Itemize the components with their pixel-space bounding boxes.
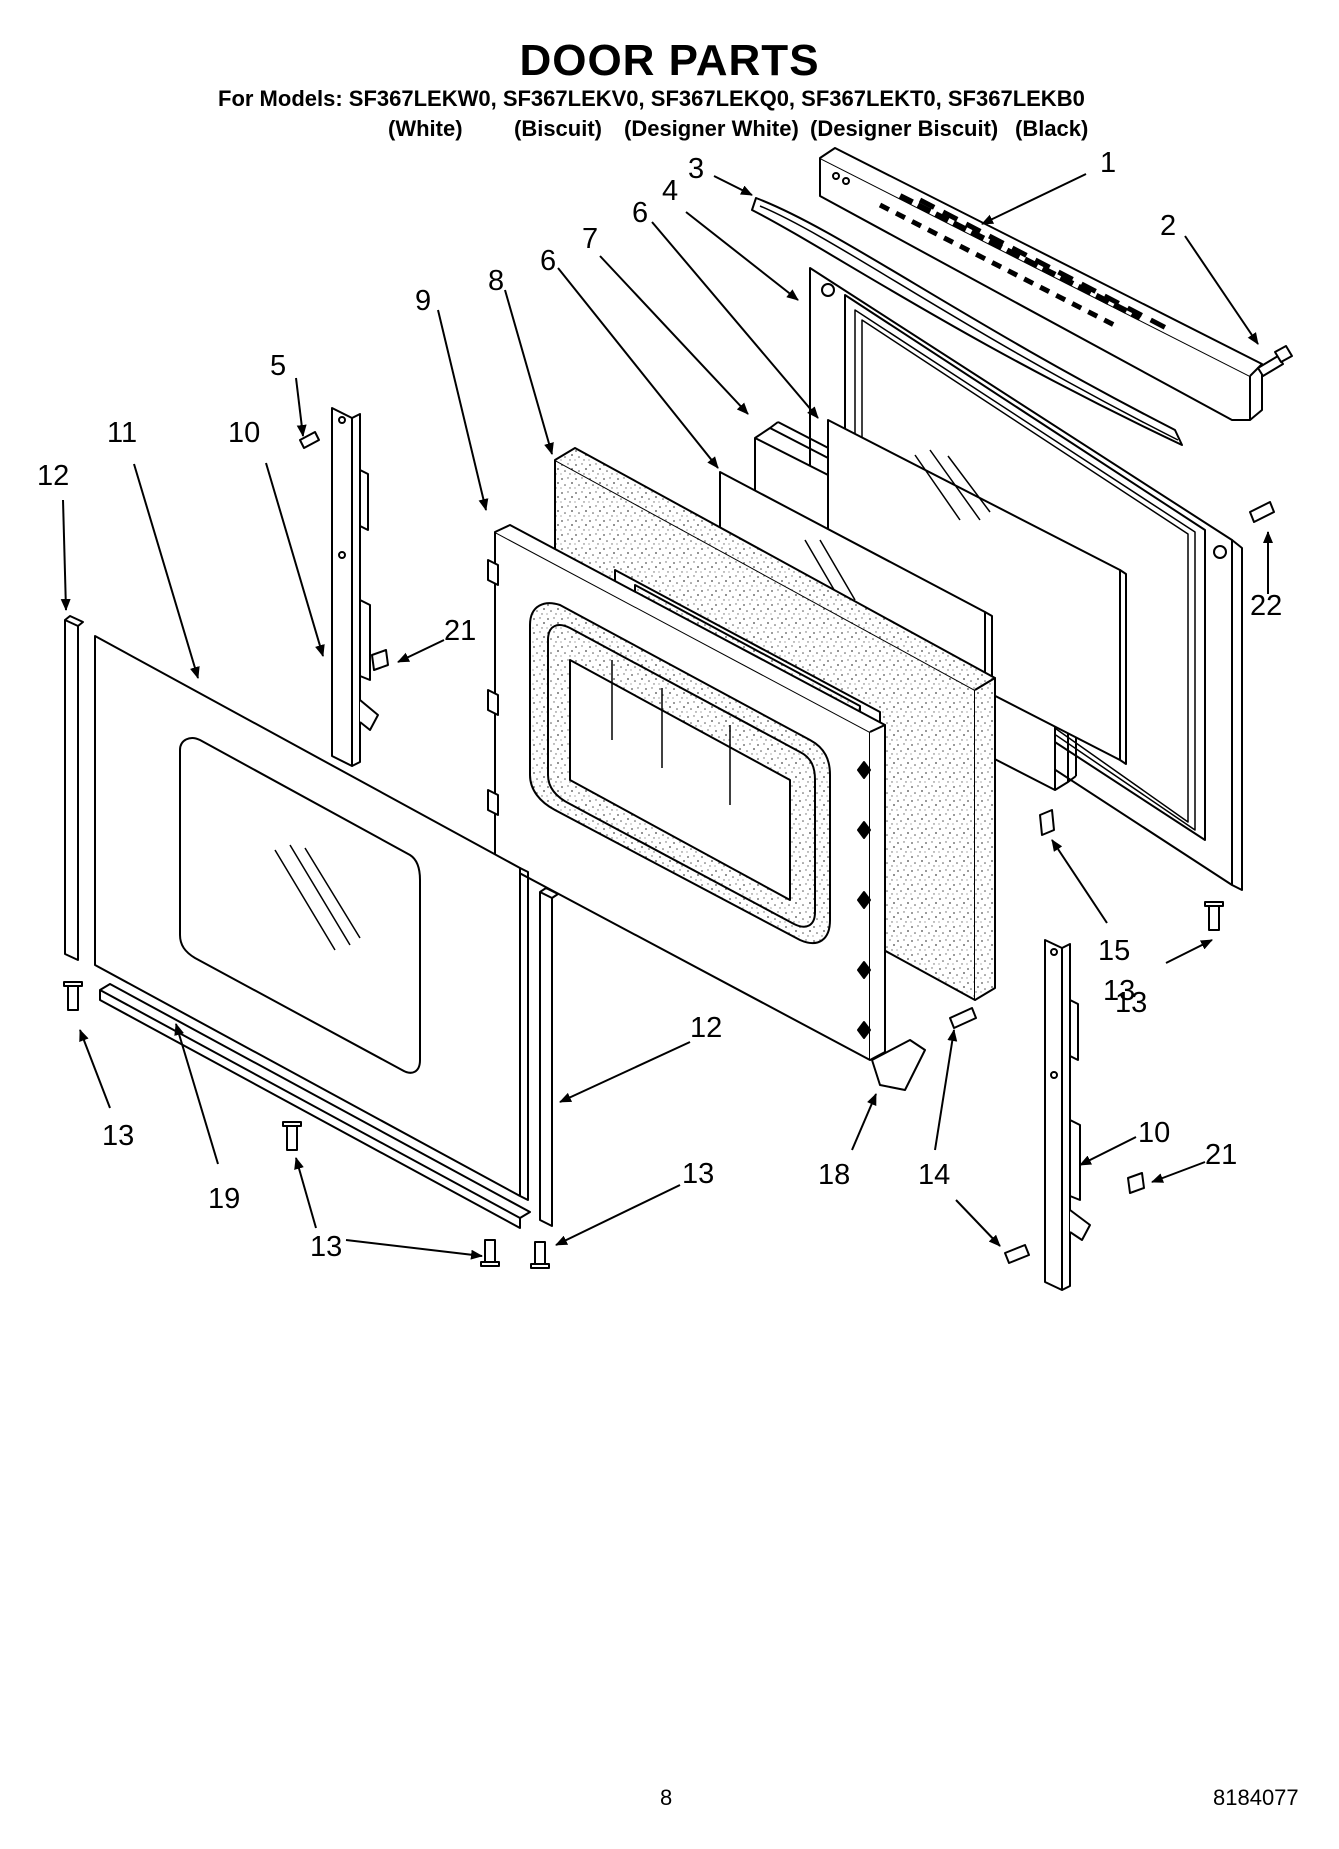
- screw-2: [1257, 345, 1293, 377]
- color-black: (Black): [1015, 116, 1089, 141]
- callout-9: 9: [415, 285, 431, 317]
- hinge-channel-right: [1044, 939, 1091, 1291]
- outer-door-panel: [94, 635, 529, 1201]
- callout-1: 1: [1100, 147, 1116, 179]
- vent-trim: [819, 147, 1263, 421]
- color-designer-biscuit: (Designer Biscuit): [810, 116, 999, 141]
- bracket-18: [871, 1039, 926, 1091]
- callout-13d: 13: [682, 1158, 714, 1190]
- callout-3: 3: [688, 153, 704, 185]
- callout-6b: 6: [540, 245, 556, 277]
- callout-12b: 12: [690, 1012, 722, 1044]
- callout-15: 15: [1098, 935, 1130, 967]
- page-title: DOOR PARTS: [519, 36, 820, 85]
- callout-13c: 13: [310, 1231, 342, 1263]
- callout-13e: 13: [1115, 987, 1147, 1019]
- document-number: 8184077: [1213, 1785, 1299, 1810]
- callout-10a: 10: [228, 417, 260, 449]
- callout-18: 18: [818, 1159, 850, 1191]
- hinge-channel-left: [331, 407, 379, 767]
- callout-6a: 6: [632, 197, 648, 229]
- callout-10b: 10: [1138, 1117, 1170, 1149]
- callout-7: 7: [582, 223, 598, 255]
- door-liner: [487, 524, 886, 1061]
- callout-8: 8: [488, 265, 504, 297]
- callout-11: 11: [107, 417, 137, 449]
- clip-15: [1039, 809, 1055, 836]
- models-line: For Models: SF367LEKW0, SF367LEKV0, SF36…: [218, 86, 1085, 111]
- clip-21-right: [1127, 1172, 1145, 1194]
- callout-5: 5: [270, 350, 286, 382]
- screws: [63, 431, 1275, 1269]
- callout-14: 14: [918, 1159, 950, 1191]
- side-trim-right: [539, 887, 559, 1227]
- side-trim-left: [64, 615, 84, 961]
- callout-2: 2: [1160, 210, 1176, 242]
- color-white: (White): [388, 116, 463, 141]
- callout-21b: 21: [1205, 1139, 1237, 1171]
- callout-19: 19: [208, 1183, 240, 1215]
- door-handle: [751, 197, 1183, 446]
- callout-13b: 13: [102, 1120, 134, 1152]
- callout-22: 22: [1250, 590, 1282, 622]
- callout-13a: 13: [1103, 975, 1135, 1007]
- color-biscuit: (Biscuit): [514, 116, 602, 141]
- callout-12a: 12: [37, 460, 69, 492]
- bottom-trim: [99, 983, 531, 1229]
- clip-21-left: [371, 649, 389, 671]
- callout-21a: 21: [444, 615, 476, 647]
- color-designer-white: (Designer White): [624, 116, 799, 141]
- callout-4: 4: [662, 175, 678, 207]
- page-number: 8: [660, 1785, 673, 1810]
